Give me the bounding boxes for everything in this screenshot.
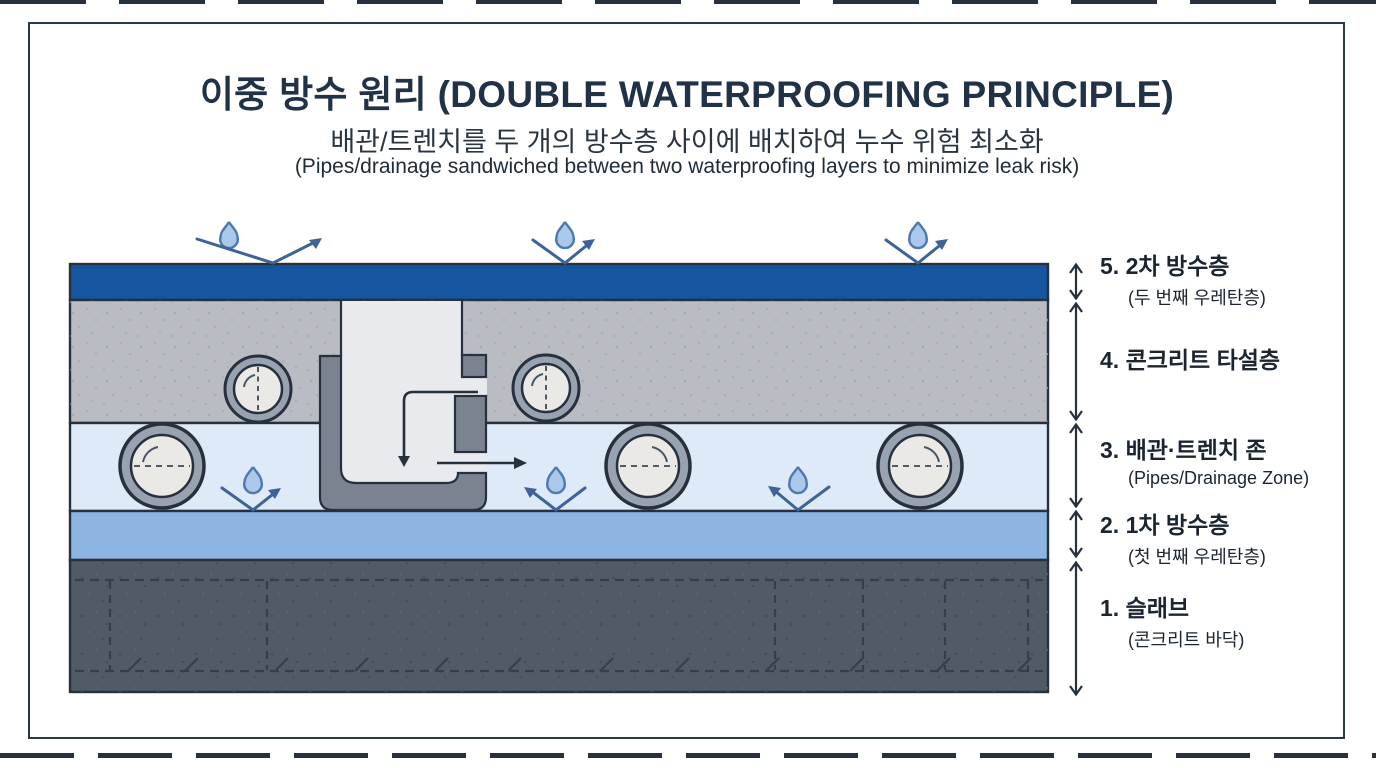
slab-rebar-dashed-lines [75,578,1043,673]
cropped-bottom-dashed-border [0,753,1376,758]
water-drop-zone-1 [220,466,281,512]
subtitle-english: (Pipes/drainage sandwiched between two w… [294,155,1080,178]
layer-label-5-sub: (두 번째 우레탄층) [1128,287,1266,308]
water-drop-top-1 [195,221,322,265]
water-drop-top-3 [884,221,948,265]
layer-label-3-main: 3. 배관·트렌치 존 [1100,437,1267,463]
layer-label-5: 5. 2차 방수층 (두 번째 우레탄층) [1100,253,1266,310]
flow-arrow-right [437,457,527,469]
layer-label-5-main: 5. 2차 방수층 [1100,253,1230,279]
layer-label-1: 1. 슬래브 (콘크리트 바닥) [1100,595,1244,652]
pipe-in-zone-1 [118,422,206,510]
trench-drain-assembly [318,301,527,512]
cropped-top-dashed-border [0,0,1376,4]
pipe-in-zone-3 [876,422,964,510]
outer-frame [28,22,1345,739]
dimension-arrow-layer4 [1069,301,1083,422]
layer-2-primary-waterproofing [68,509,1050,562]
pipe-in-zone-2 [604,422,692,510]
layer-1-slab [68,558,1050,694]
subtitle-korean: 배관/트렌치를 두 개의 방수층 사이에 배치하여 누수 위험 최소화 [330,127,1044,157]
layer-label-1-main: 1. 슬래브 [1100,595,1190,621]
layer-label-4: 4. 콘크리트 타설층 [1100,347,1280,375]
flow-arrow-down [398,390,478,467]
dimension-arrow-layer5 [1069,262,1083,301]
dimension-arrow-layer2 [1069,509,1083,559]
water-drop-top-2 [531,221,595,265]
layer-label-2-sub: (첫 번째 우레탄층) [1128,546,1266,567]
liner-right-block [453,394,488,454]
water-drop-zone-3 [768,466,831,512]
layer-label-3: 3. 배관·트렌치 존 (Pipes/Drainage Zone) [1100,437,1309,489]
layer-label-4-main: 4. 콘크리트 타설층 [1100,347,1281,373]
layer-label-1-sub: (콘크리트 바닥) [1128,629,1245,650]
layer-label-2-main: 2. 1차 방수층 [1100,512,1230,538]
layer-label-3-sub: (Pipes/Drainage Zone) [1128,467,1310,488]
water-drop-zone-2 [524,466,587,512]
layer-5-secondary-waterproofing [68,262,1050,302]
layer-label-2: 2. 1차 방수층 (첫 번째 우레탄층) [1100,512,1266,569]
dimension-arrow-layer3 [1069,422,1083,509]
pipe-in-concrete-1 [223,354,293,424]
trench-liner [318,354,488,512]
dimension-arrow-layer1 [1069,560,1083,697]
pipe-in-concrete-2 [511,353,581,423]
trench-interior [341,301,462,483]
page-title: 이중 방수 원리 (DOUBLE WATERPROOFING PRINCIPLE… [199,74,1175,115]
liner-cap-block [460,353,488,379]
